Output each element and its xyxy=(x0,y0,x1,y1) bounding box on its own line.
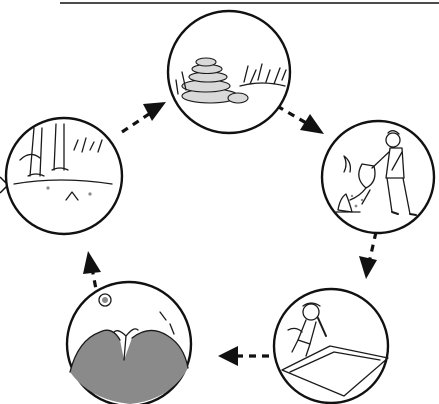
arrow-person-to-farmer xyxy=(359,232,377,279)
arrow-farmer-to-seedling xyxy=(218,346,269,366)
arrow-forest-to-stones xyxy=(122,102,166,132)
stage-person-burning xyxy=(322,121,434,233)
stage-forest-stumps xyxy=(6,118,122,234)
stage-seedling-terrain xyxy=(67,282,191,404)
stage-stone-pile xyxy=(168,11,290,133)
stage-farmer-field xyxy=(274,289,388,403)
arrow-stones-to-person xyxy=(277,106,324,134)
